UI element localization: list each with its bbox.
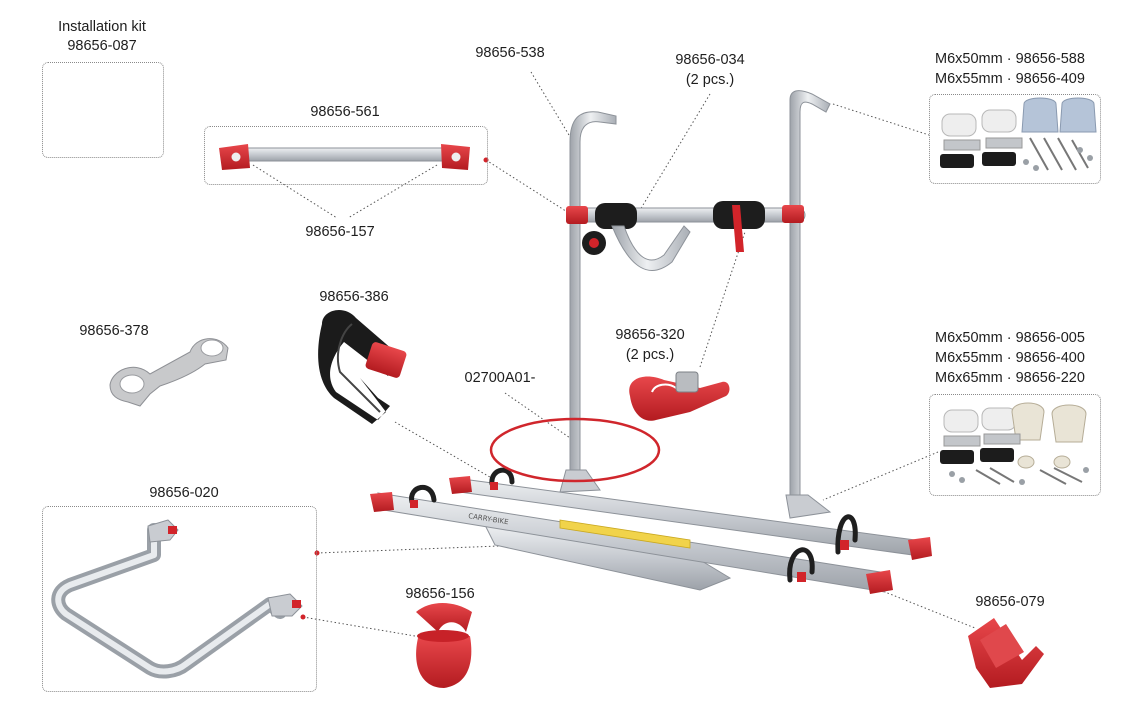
u-frame-box (42, 506, 317, 692)
bike-carrier-assembly: CARRY-BIKE (370, 90, 932, 594)
label-bottom-kit-line3: M6x65mm · 98656-220 (935, 370, 1085, 386)
label-frame-strap-qty: (2 pcs.) (625, 347, 675, 363)
label-clip: 98656-378 (79, 323, 149, 339)
installation-kit-title: Installation kit (58, 19, 146, 35)
rail-end-part (416, 603, 472, 688)
crossbar-part (219, 144, 470, 170)
strap-part (318, 310, 407, 424)
frame-strap-part (629, 371, 730, 421)
label-upright: 98656-538 (475, 45, 545, 61)
label-pad-qty: (2 pcs.) (685, 72, 735, 88)
label-top-kit-line1: M6x50mm · 98656-588 (935, 51, 1085, 67)
label-joint: 02700A01- (464, 370, 536, 386)
clip-part (109, 338, 229, 407)
bottom-kit-box (929, 394, 1101, 496)
crossbar-box (204, 126, 488, 185)
bottom-kit-contents (940, 402, 1089, 485)
label-crossbar: 98656-561 (310, 104, 380, 120)
label-crossbar-ends: 98656-157 (305, 224, 375, 240)
label-u-frame: 98656-020 (149, 485, 219, 501)
leader-lines (252, 71, 976, 637)
installation-kit-box (42, 62, 164, 158)
joint-highlight-circle (489, 417, 661, 483)
u-frame-part (51, 519, 303, 679)
top-kit-contents (940, 97, 1097, 171)
rail-cap-part (968, 618, 1044, 688)
label-bottom-kit-line1: M6x50mm · 98656-005 (935, 330, 1085, 346)
top-kit-box (929, 94, 1101, 184)
label-bottom-kit-line2: M6x55mm · 98656-400 (935, 350, 1085, 366)
label-rail-end: 98656-156 (405, 586, 475, 602)
label-pad: 98656-034 (675, 52, 745, 68)
label-frame-strap: 98656-320 (615, 327, 685, 343)
installation-kit-code: 98656-087 (67, 38, 137, 54)
label-top-kit-line2: M6x55mm · 98656-409 (935, 71, 1085, 87)
label-strap: 98656-386 (319, 289, 389, 305)
label-rail-cap: 98656-079 (975, 594, 1045, 610)
